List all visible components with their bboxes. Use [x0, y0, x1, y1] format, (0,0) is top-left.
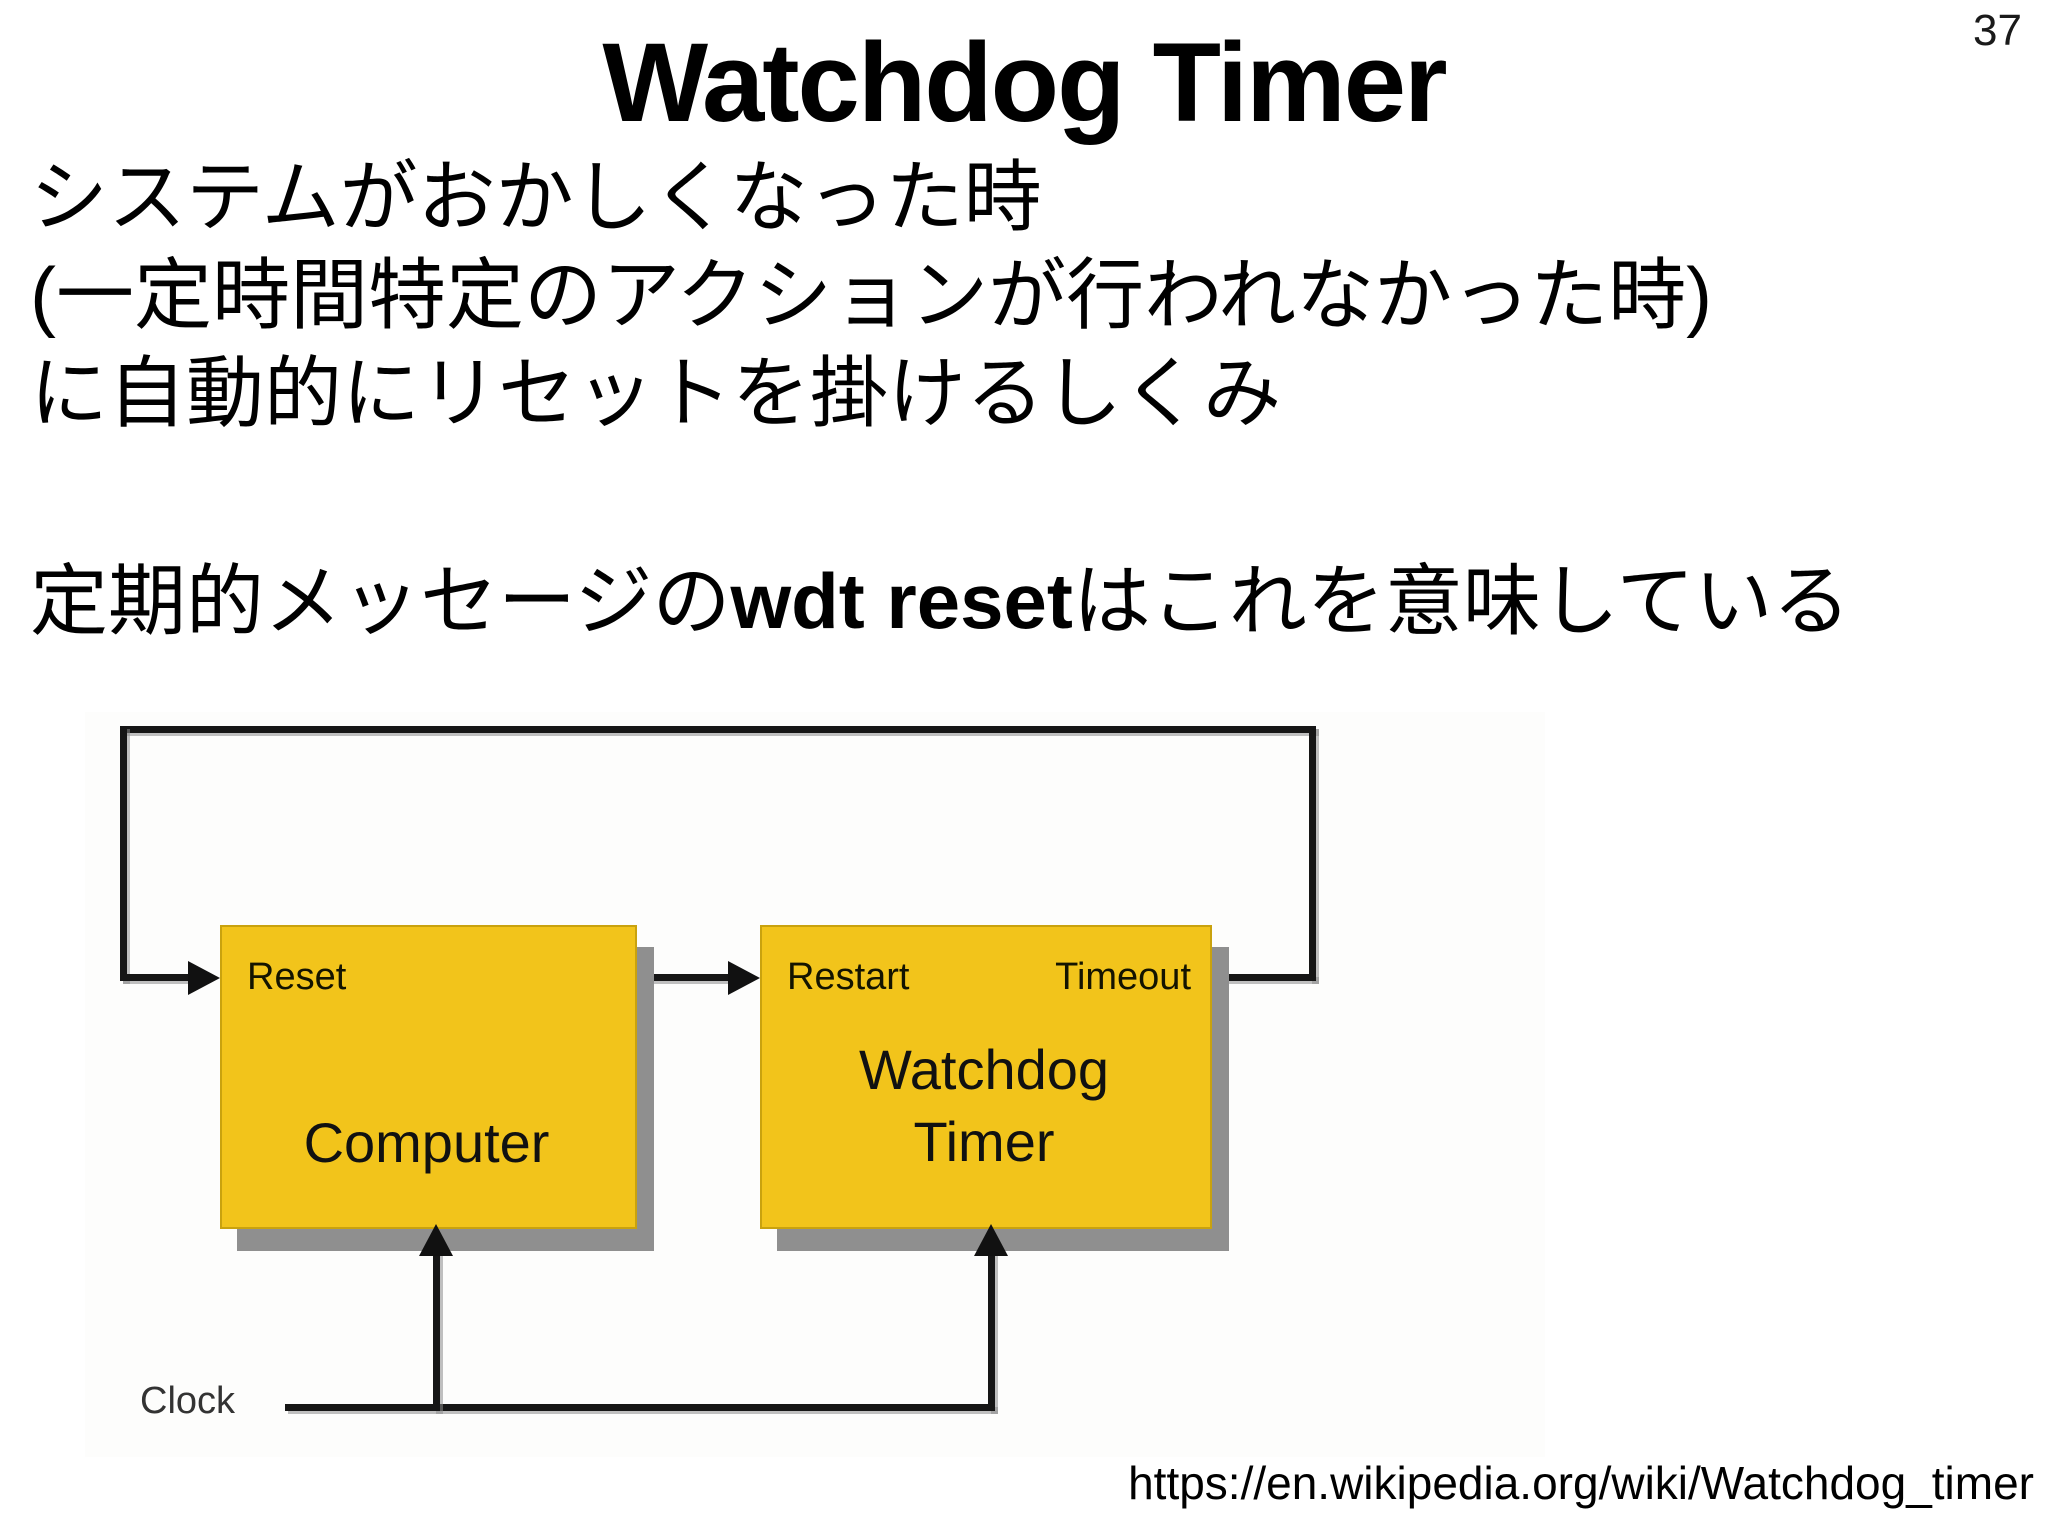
body-line-1: システムがおかしくなった時	[30, 153, 1042, 241]
reset-input-wire	[120, 974, 192, 981]
restart-wire	[633, 974, 730, 981]
page-number: 37	[1973, 6, 2022, 55]
computer-box	[220, 925, 637, 1229]
body-line-2: (一定時間特定のアクションが行われなかった時)	[30, 251, 1713, 339]
clock-wire-horizontal	[285, 1404, 995, 1411]
reset-port-label: Reset	[247, 956, 347, 998]
wdt-reset-bold-text: wdt reset	[730, 557, 1073, 645]
timeout-output-wire	[1208, 974, 1316, 981]
watchdog-label-line2: Timer	[913, 1110, 1055, 1173]
source-url: https://en.wikipedia.org/wiki/Watchdog_t…	[1128, 1457, 2034, 1509]
body-text: システムがおかしくなった時 (一定時間特定のアクションが行われなかった時) に自…	[30, 148, 2040, 442]
watchdog-diagram: Reset Computer Restart Timeout Watchdog …	[85, 712, 1545, 1457]
feedback-top-wire	[120, 726, 1316, 733]
timeout-port-label: Timeout	[1055, 956, 1191, 998]
emphasis-suffix: はこれを意味している	[1072, 557, 1851, 645]
clock-wire-watchdog	[988, 1253, 995, 1411]
computer-label: Computer	[303, 1111, 550, 1174]
clock-arrowhead-watchdog-icon	[974, 1224, 1008, 1256]
emphasis-line: 定期的メッセージのwdt resetはこれを意味している	[30, 552, 2040, 650]
restart-port-label: Restart	[787, 956, 910, 998]
slide-title: Watchdog Timer	[602, 20, 1447, 145]
body-line-3: に自動的にリセットを掛けるしくみ	[30, 349, 1282, 437]
clock-arrowhead-computer-icon	[419, 1224, 453, 1256]
feedback-right-wire	[1309, 726, 1316, 981]
clock-wire-computer	[433, 1253, 440, 1411]
restart-arrowhead-icon	[728, 961, 760, 995]
watchdog-label: Watchdog Timer	[760, 1034, 1208, 1178]
clock-label: Clock	[140, 1380, 236, 1422]
reset-arrowhead-icon	[188, 961, 220, 995]
emphasis-prefix: 定期的メッセージの	[30, 557, 731, 645]
feedback-left-wire	[120, 726, 127, 981]
watchdog-label-line1: Watchdog	[858, 1038, 1110, 1101]
